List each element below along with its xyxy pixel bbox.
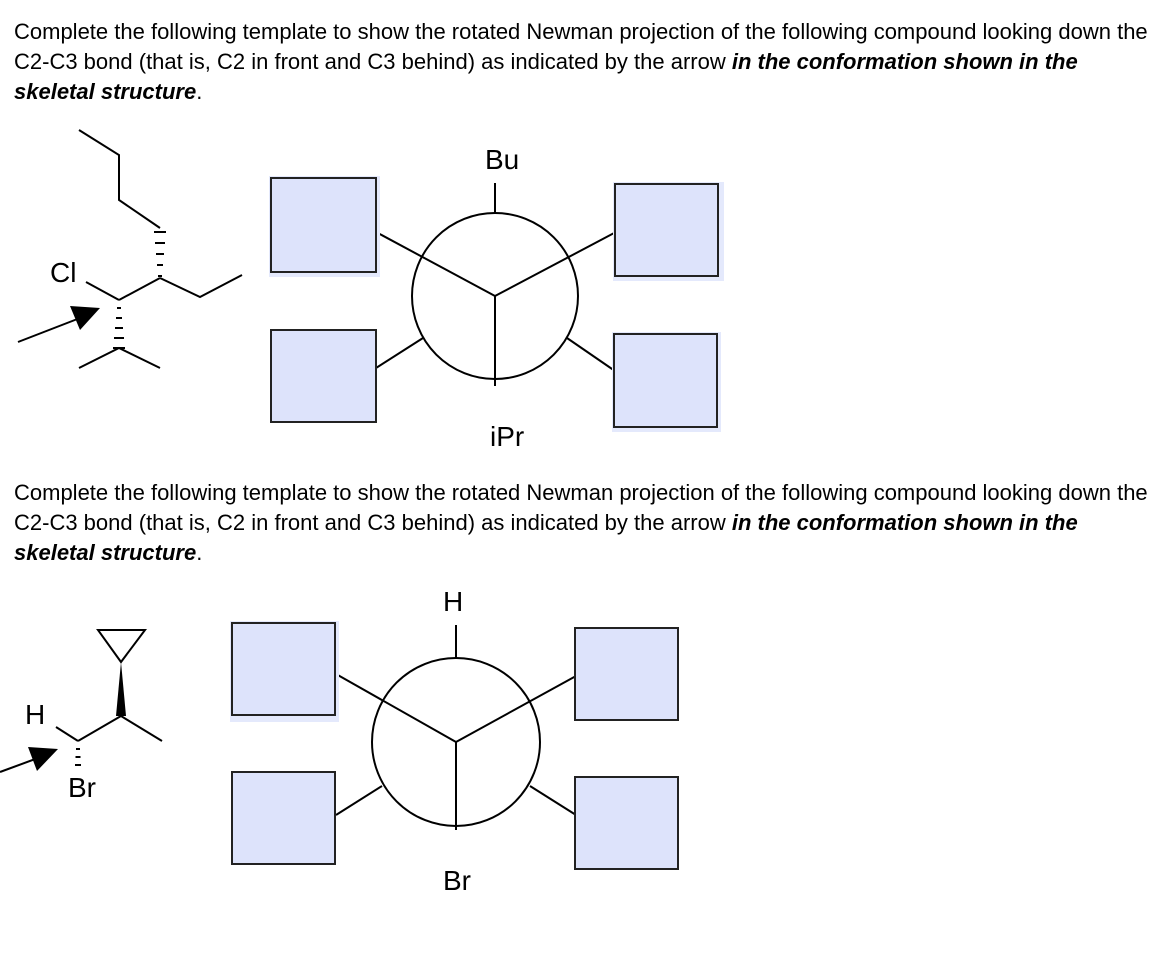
back-bond-lower-right <box>529 785 577 816</box>
newman-bottom-label: Br <box>443 865 471 896</box>
answer-box-upper-left[interactable] <box>270 177 377 273</box>
front-bond-upper-left <box>375 231 496 297</box>
answer-box-lower-right[interactable] <box>613 333 718 428</box>
front-bond-upper-right <box>494 231 617 297</box>
answer-box-upper-right[interactable] <box>614 183 719 277</box>
back-bond-lower-left <box>335 785 383 816</box>
question-1-prompt-start: Complete the following template to show … <box>14 19 1148 74</box>
question-2-skeletal-structure: H Br <box>0 629 163 803</box>
question-1-newman-projection: Bu iPr <box>269 144 724 452</box>
viewing-arrow-icon <box>17 306 100 343</box>
answer-box-lower-left[interactable] <box>231 771 336 865</box>
hashed-wedge <box>75 748 81 766</box>
question-2-prompt-emphasis: in the conformation shown in the skeleta… <box>14 510 1078 565</box>
newman-top-label: Bu <box>485 144 519 175</box>
solid-wedge <box>116 662 126 716</box>
answer-box-upper-left[interactable] <box>231 622 336 716</box>
skeletal-bond-h <box>55 726 79 742</box>
h-label: H <box>25 699 45 730</box>
skeletal-bond <box>78 346 161 369</box>
front-bond-upper-left <box>335 673 457 743</box>
question-1-prompt-end: . <box>196 79 203 104</box>
skeletal-bond-methyl <box>120 715 163 742</box>
hashed-wedge <box>154 231 166 277</box>
viewing-arrow-icon <box>0 747 58 773</box>
skeletal-bond <box>78 129 161 229</box>
question-2-prompt-start: Complete the following template to show … <box>14 480 1148 535</box>
question-2-prompt: Complete the following template to show … <box>14 478 1164 568</box>
back-bond-lower-left <box>375 337 424 369</box>
skeletal-bond <box>159 274 243 299</box>
answer-box-upper-right[interactable] <box>574 627 679 721</box>
substituent-label: Cl <box>50 257 76 288</box>
newman-bottom-label: iPr <box>490 421 524 452</box>
question-1-skeletal-structure: Cl <box>17 129 243 369</box>
answer-box-lower-right[interactable] <box>574 776 679 870</box>
question-2-prompt-end: . <box>196 540 203 565</box>
back-bond-lower-right <box>566 337 616 372</box>
answer-box-lower-left[interactable] <box>270 329 377 423</box>
question-1-figure: Cl Bu iPr <box>17 129 724 452</box>
question-1-prompt-emphasis: in the conformation shown in the skeleta… <box>14 49 1078 104</box>
skeletal-bond-c2c3 <box>77 715 122 742</box>
front-bond-upper-right <box>455 675 577 743</box>
newman-top-label: H <box>443 586 463 617</box>
question-1-prompt: Complete the following template to show … <box>14 17 1164 107</box>
question-2-newman-projection: H Br <box>230 586 679 896</box>
cyclopropyl-ring <box>96 629 147 664</box>
skeletal-bond-cl <box>85 281 120 301</box>
skeletal-bond <box>118 277 161 301</box>
br-label: Br <box>68 772 96 803</box>
